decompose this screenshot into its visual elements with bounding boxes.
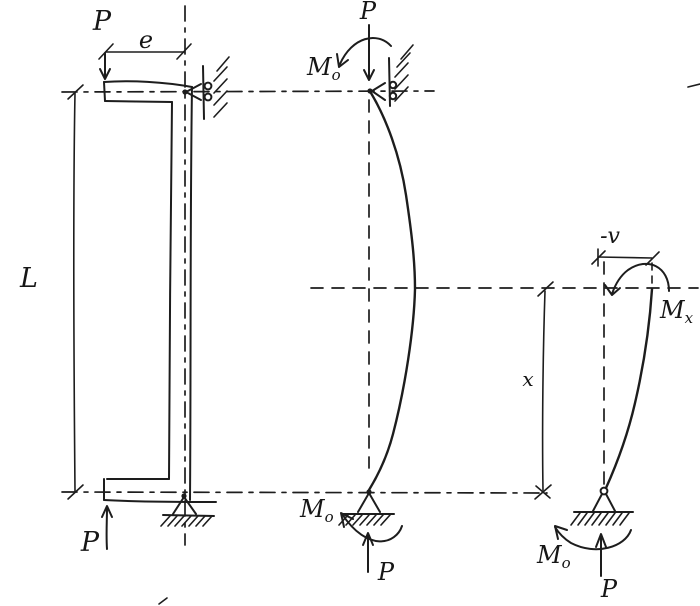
left-bottom-load-label: P — [80, 527, 100, 558]
bottom-moment-label: Mo — [299, 495, 334, 526]
pin-circle — [599, 486, 609, 496]
buckled-column-curve — [367, 91, 417, 492]
roller-bracket — [185, 83, 202, 93]
e-dim-tick-right — [176, 43, 192, 60]
right-bottom-moment-label: Mo — [536, 541, 571, 572]
bottom-edge-stray-mark — [158, 597, 168, 605]
middle-top-load-arrow — [363, 24, 375, 81]
ground-hatching — [160, 515, 213, 527]
eccentricity-dimension: e — [98, 26, 192, 60]
e-dim-tick-left — [98, 43, 114, 60]
middle-bottom-pin-support — [338, 489, 395, 526]
right-bottom-load-arrow — [595, 533, 607, 577]
bottom-moment-arrow — [340, 512, 403, 543]
middle-figure-deflected-column: P Mo — [299, 0, 417, 586]
top-axis-dashline — [61, 90, 435, 93]
cut-moment-arrow — [604, 262, 670, 296]
x-dimension: x — [522, 281, 554, 500]
roller-lower — [203, 92, 213, 102]
eccentricity-label: e — [139, 26, 153, 54]
v-dim-tick-left — [591, 250, 606, 265]
right-bottom-load-label: P — [600, 575, 618, 603]
edge-stray-dash — [687, 83, 700, 88]
left-top-load-arrow — [99, 52, 111, 80]
middle-bottom-load-label: P — [377, 558, 395, 586]
right-figure-free-body: -v Mx x — [522, 224, 693, 603]
bottom-axis-dashline — [61, 491, 548, 494]
column-outline — [103, 80, 217, 503]
left-top-load-label: P — [92, 6, 112, 37]
cut-moment-label: Mx — [659, 296, 694, 327]
column-segment-curve — [604, 287, 654, 490]
left-figure-eccentric-column: P e L — [19, 6, 230, 558]
l-dim-tick-top — [67, 84, 84, 100]
ground-hatching — [338, 514, 391, 526]
wall-face-line — [202, 65, 205, 120]
v-dim-line — [597, 256, 653, 259]
x-dim-tick-top — [537, 281, 554, 297]
length-dimension: L — [19, 84, 84, 500]
wall-hatching — [394, 44, 414, 102]
roller-upper — [203, 81, 213, 91]
roller-upper — [388, 80, 398, 90]
left-bottom-load-arrow — [101, 505, 113, 550]
deflection-dimension: -v — [591, 224, 660, 267]
x-distance-label: x — [522, 367, 533, 391]
right-pin-support — [570, 486, 634, 526]
top-roller-support — [182, 56, 230, 120]
middle-top-roller-support — [367, 44, 414, 107]
length-label: L — [19, 263, 38, 294]
top-moment-label: Mo — [306, 53, 341, 84]
bottom-pin-support — [160, 493, 215, 527]
top-moment-arrow — [336, 37, 392, 68]
l-dim-tick-bottom — [67, 484, 84, 500]
l-dim-line — [73, 92, 76, 492]
x-dim-line — [541, 290, 546, 491]
ground-hatching — [570, 512, 630, 526]
right-bottom-moment-arrow — [554, 525, 632, 551]
wall-face-line — [388, 57, 391, 107]
roller-lower — [388, 91, 398, 101]
deflection-label: -v — [600, 224, 620, 249]
middle-top-load-label: P — [359, 0, 377, 25]
middle-bottom-load-arrow — [362, 532, 374, 573]
wall-hatching — [213, 56, 230, 118]
